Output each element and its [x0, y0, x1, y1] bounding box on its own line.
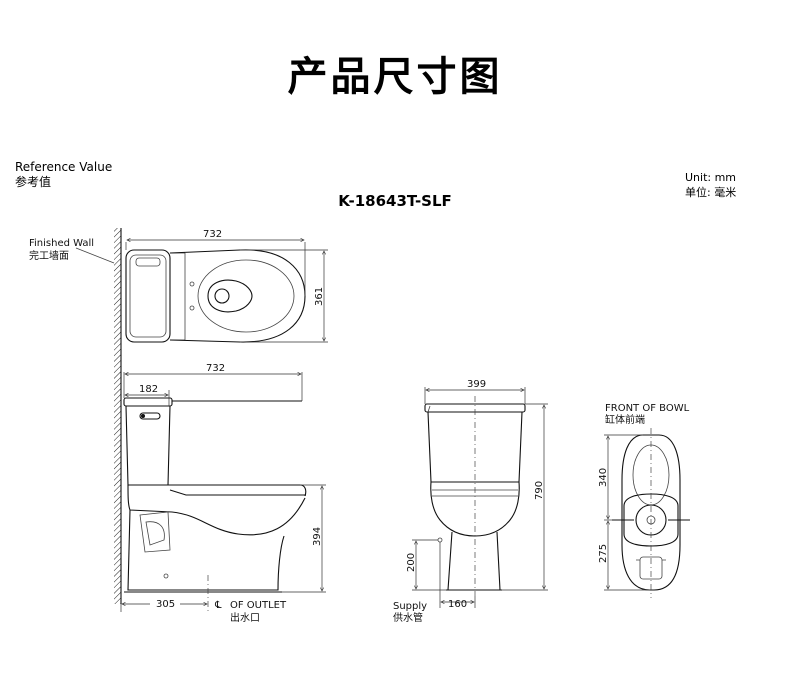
finished-wall-callout: Finished Wall 完工墙面	[29, 238, 115, 264]
front-label-en: FRONT OF BOWL	[605, 403, 690, 414]
dim-front-width: 399	[467, 379, 486, 390]
finished-wall-label-cn: 完工墙面	[29, 249, 69, 262]
front-label-cn: 缸体前端	[605, 413, 645, 426]
unit-cn: 单位: 毫米	[685, 186, 737, 199]
centerline-symbol: ℄	[214, 600, 222, 611]
front-height-dimension: 790	[502, 403, 548, 591]
page-title: 产品尺寸图	[287, 54, 503, 100]
dim-supply-height: 200	[406, 553, 417, 572]
finished-wall	[114, 228, 122, 604]
dim-supply-offset: 160	[448, 599, 467, 610]
dim-seat-height: 394	[312, 527, 323, 546]
front-of-bowl-label: FRONT OF BOWL 缸体前端	[605, 403, 690, 426]
dim-outlet-offset: 305	[156, 599, 175, 610]
unit-note: Unit: mm 单位: 毫米	[685, 170, 736, 200]
unit-en: Unit: mm	[685, 171, 737, 184]
reference-en: Reference Value	[15, 160, 113, 174]
dim-bottom-front: 340	[598, 468, 609, 487]
supply-label-en: Supply	[393, 601, 427, 612]
side-width-dimension: 732	[123, 363, 303, 401]
reference-cn: 参考值	[15, 175, 52, 189]
finished-wall-label-en: Finished Wall	[29, 238, 94, 249]
bottom-rear-dimension: 275	[598, 521, 650, 591]
top-view	[125, 249, 306, 343]
dim-tank-depth: 182	[139, 384, 158, 395]
front-view	[424, 396, 526, 596]
bottom-front-dimension: 340	[598, 434, 643, 521]
front-width-dimension: 399	[424, 379, 526, 404]
dim-top-width: 732	[203, 229, 222, 240]
model-number: K-18643T-SLF	[338, 192, 452, 210]
bottom-view	[612, 428, 690, 598]
tank-depth-dimension: 182	[125, 384, 170, 406]
dim-top-depth: 361	[314, 287, 325, 306]
seat-height-dimension: 394	[282, 484, 326, 593]
supply-offset-dimension: 160 Supply 供水管	[393, 542, 476, 624]
dim-side-width: 732	[206, 363, 225, 374]
outlet-label-en: OF OUTLET	[230, 600, 287, 611]
dim-bottom-rear: 275	[598, 544, 609, 563]
dim-front-height: 790	[534, 481, 545, 500]
supply-label-cn: 供水管	[393, 611, 423, 624]
outlet-label-cn: 出水口	[230, 611, 260, 624]
outlet-dimension: 305 ℄ OF OUTLET 出水口	[120, 575, 287, 624]
reference-note: Reference Value 参考值	[15, 160, 112, 190]
top-depth-dimension: 361	[240, 249, 328, 343]
top-width-dimension: 732	[125, 229, 306, 296]
side-view	[123, 397, 307, 593]
